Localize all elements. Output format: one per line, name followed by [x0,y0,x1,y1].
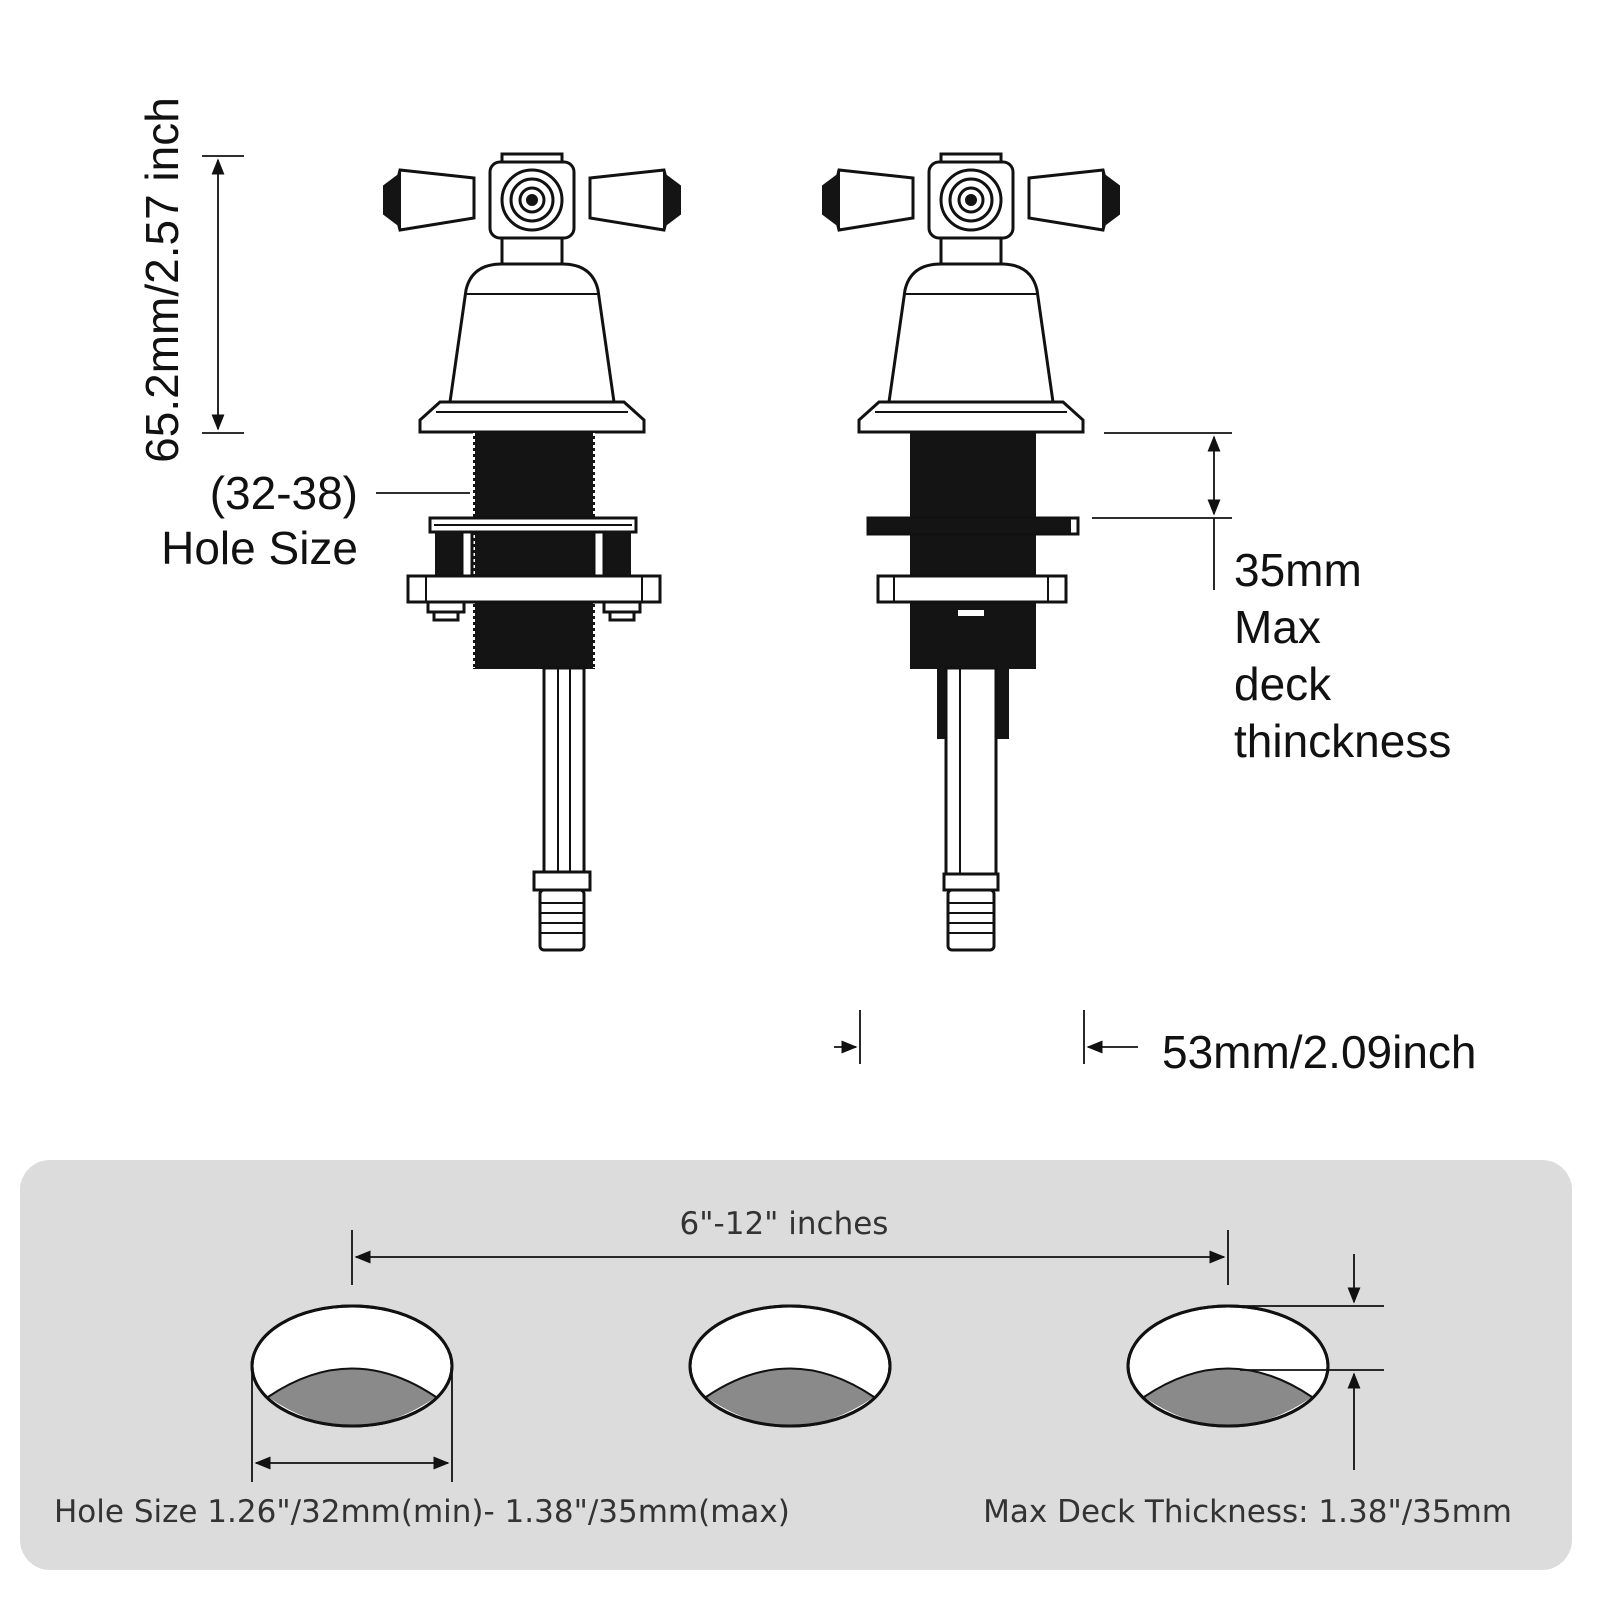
deck-thickness-label-line2: Max [1234,601,1321,653]
height-dimension-label: 65.2mm/2.57 inch [136,97,188,463]
deck-thickness-label-line4: thinckness [1234,715,1451,767]
hole-size-range-label: (32-38) [210,467,358,519]
deck-thickness-label-line3: deck [1234,658,1332,710]
hole-size-dimension-line [251,1372,453,1482]
width-dimension-label: 53mm/2.09inch [1162,1026,1477,1078]
hole-size-note: Hole Size 1.26"/32mm(min)- 1.38"/35mm(ma… [54,1494,790,1530]
hole-right [1126,1304,1330,1428]
hole-left [250,1304,454,1428]
spacing-label: 6"-12" inches [680,1206,889,1242]
spacing-dimension-line [351,1230,1229,1285]
hole-center [688,1304,892,1428]
right-faucet-drawing [821,152,1121,952]
deck-thickness-dimension-line [1092,432,1232,590]
deck-thickness-dimension-bottom [1228,1254,1384,1470]
width-dimension-line [834,1010,1138,1064]
deck-thickness-note: Max Deck Thickness: 1.38"/35mm [983,1494,1512,1530]
deck-thickness-label-line1: 35mm [1234,544,1362,596]
height-dimension-line [202,155,244,434]
hole-size-label: Hole Size [161,522,358,574]
left-faucet-drawing [382,152,682,952]
